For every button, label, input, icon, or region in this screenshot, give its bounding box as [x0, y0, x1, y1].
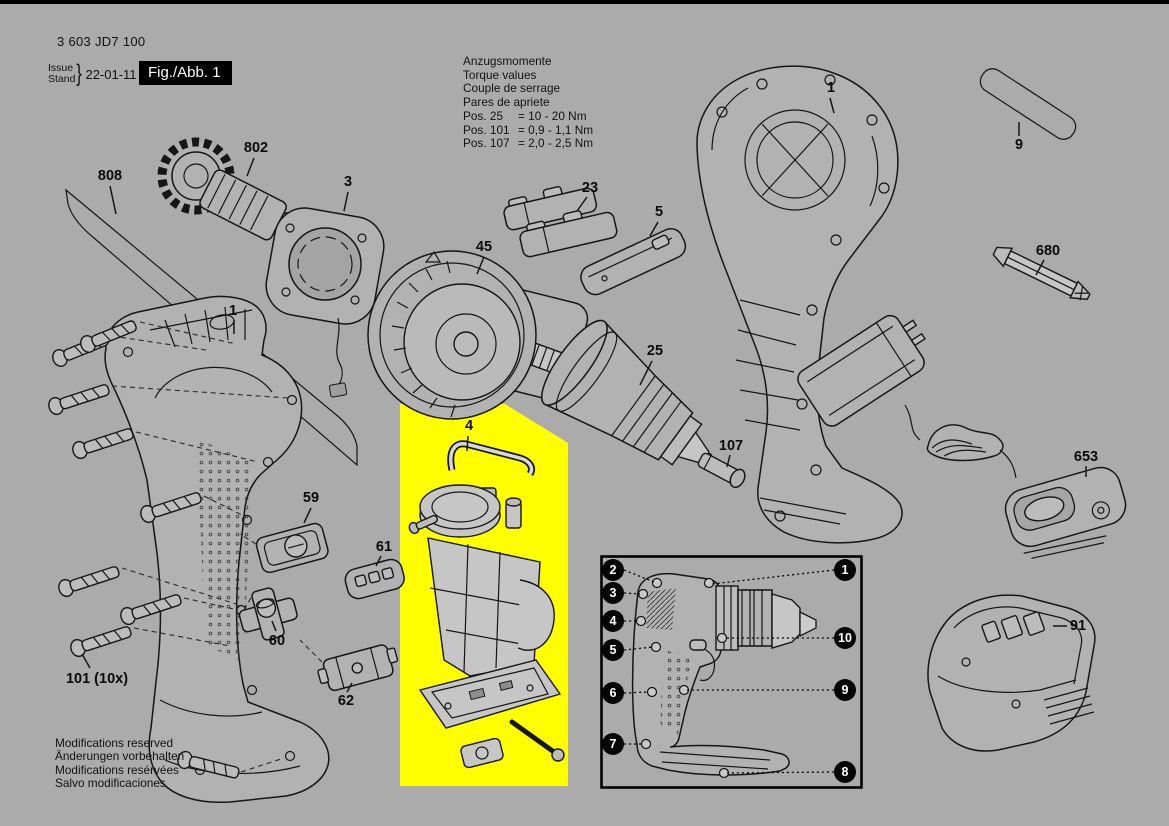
part-label-4[interactable]: 4: [464, 418, 474, 434]
part-59-drawing: [255, 522, 329, 574]
part-653-drawing: [797, 314, 1127, 559]
modifications-en: Modifications reserved: [55, 736, 174, 750]
part-label-101[interactable]: 101 (10x): [65, 671, 129, 687]
part-label-62[interactable]: 62: [337, 693, 355, 709]
inset-callout-leaders: [623, 569, 835, 774]
inset-callout-1[interactable]: 1: [834, 559, 856, 581]
issue-date: 22-01-11: [85, 66, 137, 82]
inset-callout-7[interactable]: 7: [602, 733, 624, 755]
part-label-653[interactable]: 653: [1073, 449, 1099, 465]
part-label-680[interactable]: 680: [1035, 243, 1061, 259]
torque-title-es: Pares de apriete: [463, 95, 550, 110]
document-part-number: 3 603 JD7 100: [57, 34, 146, 49]
part-label-9[interactable]: 9: [1014, 137, 1024, 153]
torque-note: Anzugsmomente Torque values Couple de se…: [463, 54, 594, 151]
modifications-fr: Modifications resérvées: [55, 762, 179, 777]
part-9-drawing: [979, 68, 1077, 140]
inset-callout-6[interactable]: 6: [602, 682, 624, 704]
part-label-23[interactable]: 23: [581, 180, 599, 196]
inset-callout-10[interactable]: 10: [834, 627, 856, 649]
torque-pos-107: Pos. 107: [463, 136, 510, 151]
inset-callout-4[interactable]: 4: [602, 610, 624, 632]
part-label-5[interactable]: 5: [654, 204, 664, 220]
part-23-drawing: [503, 186, 618, 258]
part-label-107[interactable]: 107: [718, 438, 744, 454]
part-label-1-left[interactable]: 1: [228, 303, 238, 319]
inset-callout-5[interactable]: 5: [602, 639, 624, 661]
torque-title-en: Torque values: [463, 67, 537, 82]
part-808-drawing: [65, 185, 358, 467]
inset-callout-8[interactable]: 8: [834, 761, 856, 783]
part-label-45[interactable]: 45: [475, 239, 493, 255]
part-label-808[interactable]: 808: [97, 168, 123, 184]
part-60-drawing: [238, 587, 298, 641]
torque-val-101: = 0,9 - 1,1 Nm: [518, 122, 594, 137]
screws-101-drawing: [48, 320, 240, 779]
modifications-es: Salvo modificaciones: [55, 776, 166, 791]
torque-pos-25: Pos. 25: [463, 108, 504, 123]
part-91-drawing: [927, 594, 1096, 752]
brace-glyph: }: [76, 60, 83, 87]
part-5-drawing: [580, 227, 687, 296]
part-4-drawing: [408, 435, 565, 769]
inset-callout-2[interactable]: 2: [602, 559, 624, 581]
part-label-802[interactable]: 802: [243, 140, 269, 156]
part-45-drawing: [367, 250, 589, 420]
inset-callout-9[interactable]: 9: [834, 679, 856, 701]
top-border-bar: [0, 0, 1169, 4]
issue-date-block: Issue Stand } 22-01-11: [48, 60, 137, 88]
part-61-drawing: [344, 558, 405, 600]
torque-val-107: = 2,0 - 2,5 Nm: [518, 136, 594, 151]
inset-detail-view: [600, 555, 863, 789]
part-107-drawing: [697, 452, 746, 489]
part-label-3[interactable]: 3: [343, 174, 353, 190]
modifications-note: Modifications reserved Änderungen vorbeh…: [55, 736, 185, 791]
part-680-drawing: [992, 246, 1091, 301]
part-label-60[interactable]: 60: [268, 633, 286, 649]
modifications-de: Änderungen vorbehalten: [55, 749, 185, 764]
issue-label: Issue: [48, 61, 74, 74]
part-25-drawing: [541, 319, 713, 466]
torque-title-fr: Couple de serrage: [463, 81, 561, 96]
part-label-91[interactable]: 91: [1069, 618, 1087, 634]
stand-label: Stand: [48, 73, 76, 85]
part-label-25[interactable]: 25: [646, 343, 664, 359]
part-62-drawing: [317, 644, 399, 692]
part-label-59[interactable]: 59: [302, 490, 320, 506]
torque-pos-101: Pos. 101: [463, 122, 510, 137]
torque-title-de: Anzugsmomente: [463, 54, 552, 68]
part-label-1-right[interactable]: 1: [826, 80, 836, 96]
part-1-right-housing-drawing: [696, 65, 903, 544]
part-label-61[interactable]: 61: [375, 539, 393, 555]
inset-callout-3[interactable]: 3: [602, 582, 624, 604]
part-3-drawing: [265, 191, 385, 398]
screw-axis-dashed-lines: [111, 321, 323, 773]
part-1-left-housing-drawing: [104, 295, 330, 804]
torque-val-25: = 10 - 20 Nm: [518, 108, 587, 123]
figure-label-box: Fig./Abb. 1: [139, 61, 232, 85]
